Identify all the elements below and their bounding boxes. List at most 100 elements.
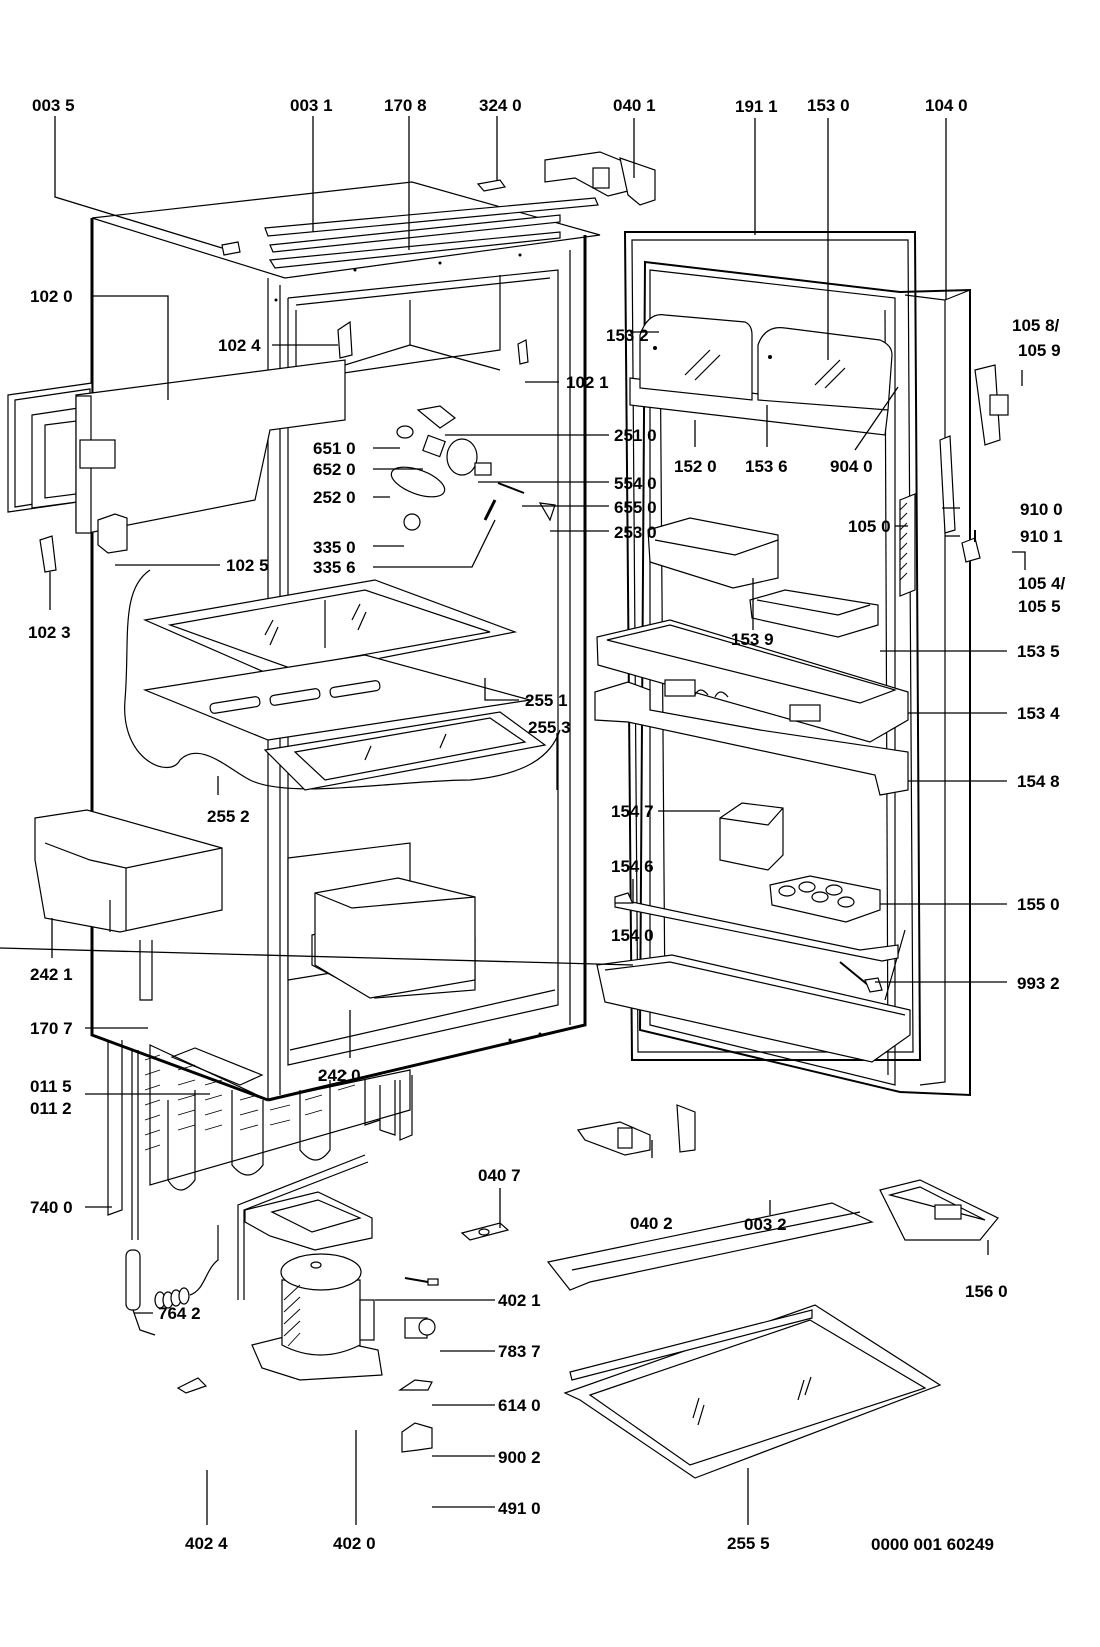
door-hinge-assembly: [939, 364, 1009, 563]
compressor-tubing: [237, 1154, 369, 1300]
door-shelf-1548: [594, 681, 909, 796]
label-9101: 910 1: [1020, 527, 1063, 546]
label-4910: 491 0: [498, 1499, 541, 1518]
label-6550: 655 0: [614, 498, 657, 517]
clip-4024: [176, 1377, 208, 1394]
document-number: 0000 001 60249: [871, 1535, 994, 1554]
label-1911: 191 1: [735, 97, 778, 116]
compressor-bracket: [244, 1191, 373, 1251]
door-bin-1540: [596, 954, 911, 1063]
label-2530: 253 0: [614, 523, 657, 542]
label-1050: 105 0: [848, 517, 891, 536]
label-6140: 614 0: [498, 1396, 541, 1415]
label-4021: 402 1: [498, 1291, 541, 1310]
label-0035: 003 5: [32, 96, 75, 115]
glass-shelf-split: [142, 654, 547, 791]
label-0115: 011 5: [30, 1077, 72, 1096]
label-9040: 904 0: [830, 457, 873, 476]
label-1536: 153 6: [745, 457, 788, 476]
bracket-0035: [221, 241, 241, 256]
cover-4910: [401, 1422, 433, 1453]
glass-shelf-2555: [563, 1304, 942, 1479]
label-6510: 651 0: [313, 439, 356, 458]
label-1059: 105 9: [1018, 341, 1061, 360]
label-1532: 153 2: [606, 326, 649, 345]
label-2551: 255 1: [525, 691, 568, 710]
drawer-2421: [34, 809, 223, 933]
door-bin-1535: [749, 589, 879, 638]
label-1547: 154 7: [611, 802, 654, 821]
label-4020: 402 0: [333, 1534, 376, 1553]
thermostat-controls: [390, 405, 556, 531]
label-1535: 153 5: [1017, 642, 1060, 661]
label-7400: 740 0: [30, 1198, 73, 1217]
egg-tray: [769, 875, 881, 923]
label-0401: 040 1: [613, 96, 656, 115]
crisper-box: [287, 842, 476, 999]
thermometer-9932: [839, 961, 883, 993]
label-2420: 242 0: [318, 1066, 361, 1085]
label-1040: 104 0: [925, 96, 968, 115]
dairy-compartment: [629, 314, 893, 436]
label-9100: 910 0: [1020, 500, 1063, 519]
label-1560: 156 0: [965, 1282, 1008, 1301]
bracket-1025: [97, 513, 128, 554]
door-shelf-1534: [596, 619, 909, 743]
label-1534: 153 4: [1017, 704, 1060, 723]
label-1546: 154 6: [611, 857, 654, 876]
kickplate-0032: [546, 1202, 874, 1291]
bracket-1021: [517, 339, 529, 365]
plate-0115: [170, 1047, 264, 1086]
compressor: [251, 1253, 383, 1381]
label-1025: 102 5: [226, 556, 269, 575]
bottom-hinge: [576, 1104, 696, 1156]
glass-shelf-upper: [142, 579, 518, 679]
door-box-1547: [719, 802, 784, 871]
strip-1707: [139, 940, 153, 1001]
label-2553: 255 3: [528, 718, 571, 737]
label-6520: 652 0: [313, 460, 356, 479]
label-1058: 105 8/: [1012, 316, 1060, 335]
label-1054: 105 4/: [1018, 574, 1066, 593]
label-9002: 900 2: [498, 1448, 541, 1467]
label-0112: 011 2: [30, 1099, 72, 1118]
cutaway-edge: [124, 569, 561, 790]
leader-lines: [0, 116, 1026, 1525]
label-2510: 251 0: [614, 426, 657, 445]
label-1023: 102 3: [28, 623, 71, 642]
label-1021: 102 1: [566, 373, 609, 392]
filter-drier: [125, 1225, 219, 1336]
condenser: [107, 1040, 413, 1240]
ice-tray-1560: [879, 1179, 999, 1241]
label-4024: 402 4: [185, 1534, 228, 1553]
label-9932: 993 2: [1017, 974, 1060, 993]
label-1520: 152 0: [674, 457, 717, 476]
door-insert-1050: [899, 493, 916, 597]
label-3240: 324 0: [479, 96, 522, 115]
label-1548: 154 8: [1017, 772, 1060, 791]
top-cover-strip: [264, 197, 599, 269]
label-1055: 105 5: [1018, 597, 1061, 616]
label-7642: 764 2: [158, 1304, 201, 1323]
label-1024: 102 4: [218, 336, 261, 355]
label-7837: 783 7: [498, 1342, 541, 1361]
door-gasket: [623, 231, 922, 1061]
label-1550: 155 0: [1017, 895, 1060, 914]
label-1530: 153 0: [807, 96, 850, 115]
label-2555: 255 5: [727, 1534, 770, 1553]
label-1540: 154 0: [611, 926, 654, 945]
label-2552: 255 2: [207, 807, 250, 826]
hinge-plate-0407: [460, 1222, 510, 1241]
label-0031: 003 1: [290, 96, 333, 115]
clamp-9002: [398, 1379, 433, 1391]
label-2520: 252 0: [313, 488, 356, 507]
relay-6140: [404, 1317, 436, 1339]
bottle-retainer-1546: [614, 892, 899, 962]
top-hinge: [544, 151, 656, 206]
bracket-1024: [337, 320, 353, 359]
door-bin-1539: [647, 517, 779, 589]
clip-3240: [476, 179, 507, 192]
label-1707: 170 7: [30, 1019, 73, 1038]
bracket-1023: [39, 535, 57, 573]
